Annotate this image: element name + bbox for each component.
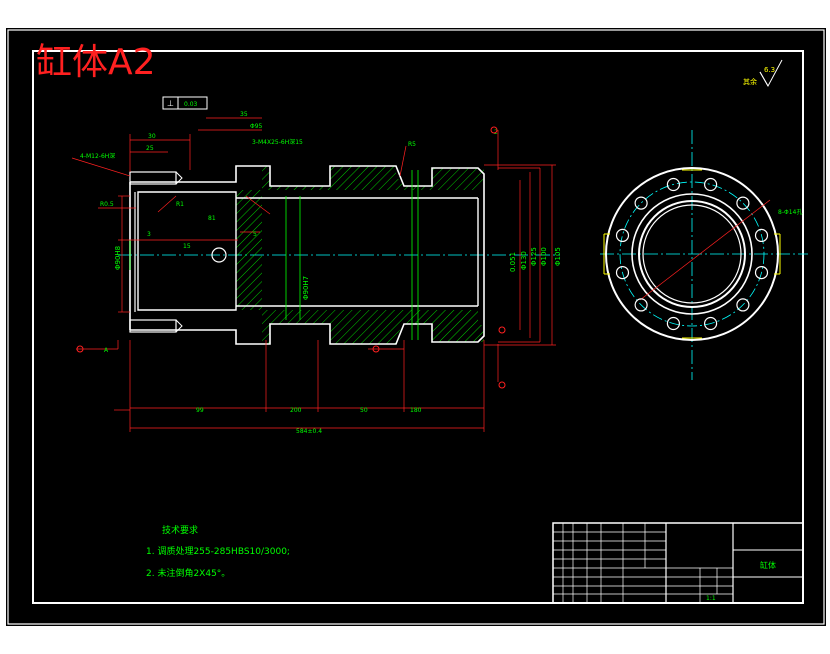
dim-phi-bore: Φ90H7 xyxy=(302,276,310,300)
dim-d50: 50 xyxy=(360,407,368,414)
dim-d15: 15 xyxy=(183,243,191,250)
dim-threads-3: 3-M4X25-6H深15 xyxy=(252,138,303,146)
dim-phi130: Φ130 xyxy=(520,251,528,270)
dim-phi100-right: Φ100 xyxy=(540,247,548,266)
bolt-hole xyxy=(754,266,769,280)
section-view: 30 25 35 4-M12-6H深 3-M4X25-6H深15 Φ95 R0.… xyxy=(71,96,802,435)
end-view xyxy=(600,130,808,380)
dim-d81: 81 xyxy=(208,215,216,222)
bolt-holes xyxy=(615,177,769,331)
dim-phi-bore-label: Φ95 xyxy=(250,123,263,130)
flange-inner-1 xyxy=(631,193,753,315)
tech-item-2: 2. 未注倒角2X45°。 xyxy=(146,567,230,579)
inner-border xyxy=(32,50,804,604)
ref-marker-3 xyxy=(498,326,506,334)
dim-d35: 35 xyxy=(240,111,248,118)
ref-marker-2 xyxy=(372,345,380,353)
tech-requirements: 技术要求 1. 调质处理255-285HBS10/3000; 2. 未注倒角2X… xyxy=(146,524,290,579)
dim-threads-4: 4-M12-6H深 xyxy=(80,152,115,160)
roughness-symbol: 6.3 其余 xyxy=(743,59,783,88)
bolt-hole xyxy=(736,196,750,210)
bolt-hole xyxy=(736,298,750,312)
thread-hole-top xyxy=(129,171,177,185)
dim-d99: 99 xyxy=(196,407,204,414)
drawing-title: 缸体A2 xyxy=(36,42,156,83)
datum-value: 0.03 xyxy=(184,101,198,108)
tech-item-1: 1. 调质处理255-285HBS10/3000; xyxy=(146,545,290,557)
dim-d25: 25 xyxy=(146,145,154,152)
thread-hole-bottom xyxy=(129,319,177,333)
dim-r5: R5 xyxy=(408,141,416,148)
roughness-value: 6.3 xyxy=(764,66,775,74)
bolt-hole xyxy=(754,228,769,242)
left-web-hatch xyxy=(236,190,262,310)
dim-total: 584±0.4 xyxy=(296,428,322,435)
lower-wall-hatch xyxy=(262,310,484,344)
bolt-hole xyxy=(634,196,648,210)
outer-border xyxy=(7,29,825,625)
dim-d30: 30 xyxy=(148,133,156,140)
part-name: 缸体 xyxy=(760,560,776,570)
bolt-hole xyxy=(703,316,718,331)
dim-d3-left: 3 xyxy=(147,231,151,238)
datum-symbol: ⊥ xyxy=(167,99,174,108)
bore-outline xyxy=(137,191,479,311)
flange-pitch-circle xyxy=(619,181,765,327)
dim-tol1: 0.051 xyxy=(509,252,517,272)
dim-d5: 5 xyxy=(253,231,257,238)
flange-inner-2 xyxy=(638,200,746,308)
scale-value: 1:1 xyxy=(706,595,716,602)
ref-marker-1 xyxy=(76,345,84,353)
roughness-note: 其余 xyxy=(743,77,757,86)
dim-a-ref: A xyxy=(104,347,109,354)
tech-heading: 技术要求 xyxy=(162,524,198,536)
dim-r05: R0.5 xyxy=(100,201,114,208)
dim-phi-left: Φ90H8 xyxy=(114,246,122,270)
bolt-hole xyxy=(703,177,718,192)
datum-frame xyxy=(162,96,208,110)
flange-inner-3 xyxy=(642,204,742,304)
bolt-hole xyxy=(615,228,630,242)
dim-flange-pcd: 8-Φ14孔 xyxy=(778,208,802,216)
bolt-hole xyxy=(666,177,681,192)
upper-wall-hatch xyxy=(262,166,484,190)
dim-phi105: Φ105 xyxy=(554,247,562,266)
sheet-background xyxy=(6,28,826,626)
bolt-hole xyxy=(615,266,630,280)
ref-marker-4 xyxy=(498,381,506,389)
dim-d280: 200 xyxy=(290,407,302,414)
bolt-hole xyxy=(634,298,648,312)
ref-marker-5 xyxy=(490,126,498,134)
title-block: 缸体 1:1 xyxy=(552,522,804,604)
bolt-hole xyxy=(666,316,681,331)
dim-d180: 180 xyxy=(410,407,422,414)
cross-hole xyxy=(211,247,227,263)
dim-r1: R1 xyxy=(176,201,184,208)
dim-phi125: Φ125 xyxy=(530,247,538,266)
flange-outer xyxy=(605,167,779,341)
